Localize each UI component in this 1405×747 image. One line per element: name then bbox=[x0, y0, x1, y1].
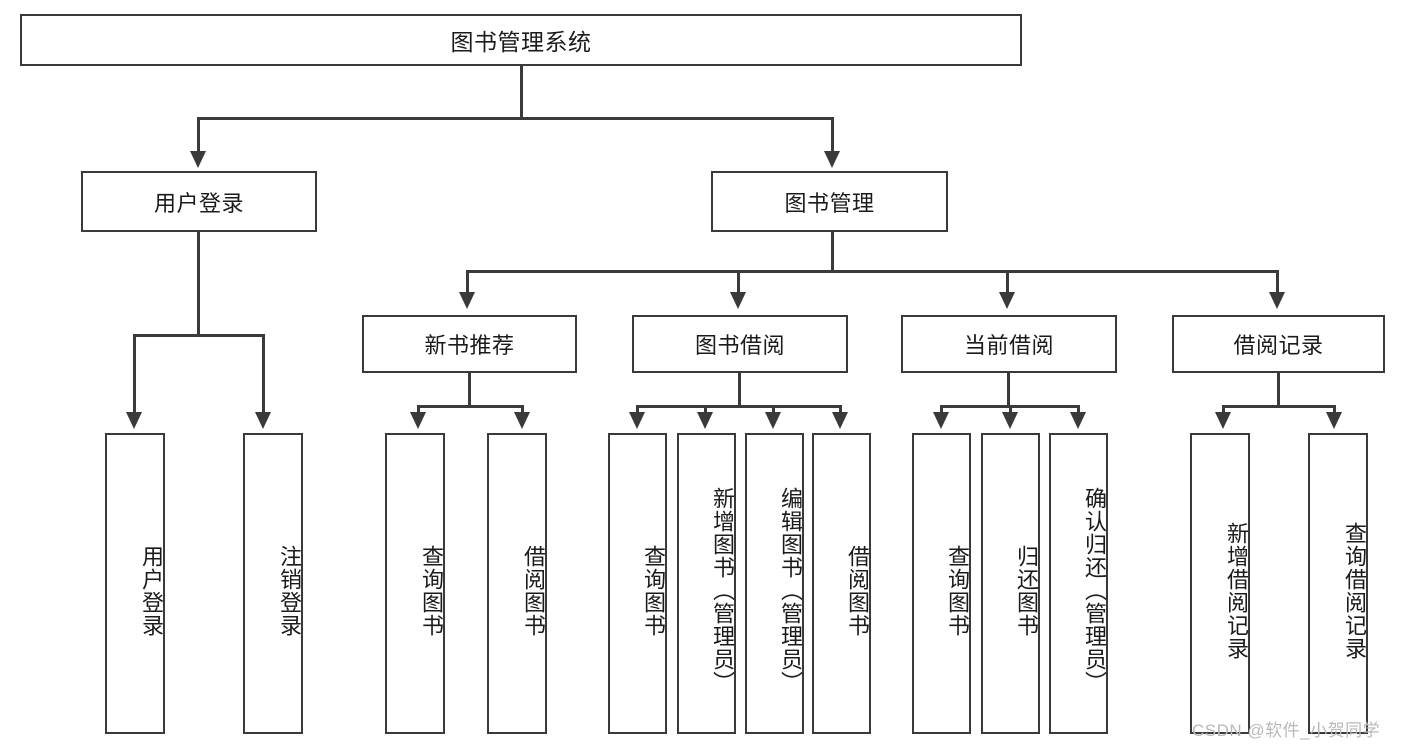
arrowhead-leaf-borrow-book-2 bbox=[832, 412, 848, 429]
arrowhead-user-login bbox=[190, 151, 206, 168]
edge-to-book-borrow bbox=[737, 270, 740, 294]
edge-bb-child-4 bbox=[839, 405, 842, 414]
leaf-query-book-3[interactable]: 查询图书 bbox=[912, 433, 971, 734]
leaf-label: 用户登录 bbox=[139, 544, 164, 637]
leaf-label: 借阅图书 bbox=[521, 544, 546, 637]
edge-new-book-recommend-trunk bbox=[468, 373, 471, 407]
node-book-management[interactable]: 图书管理 bbox=[711, 171, 948, 232]
arrowhead-leaf-add-borrow-record bbox=[1215, 412, 1231, 429]
leaf-label: 归还图书 bbox=[1014, 544, 1039, 637]
arrowhead-borrow-record bbox=[1269, 292, 1285, 309]
arrowhead-leaf-edit-book-admin bbox=[765, 412, 781, 429]
arrowhead-leaf-add-book-admin bbox=[697, 412, 713, 429]
leaf-query-borrow-record[interactable]: 查询借阅记录 bbox=[1308, 433, 1368, 734]
leaf-query-book-2[interactable]: 查询图书 bbox=[608, 433, 667, 734]
edge-to-current-borrow bbox=[1006, 270, 1009, 294]
edge-bb-child-2 bbox=[704, 405, 707, 414]
arrowhead-book-borrow bbox=[730, 292, 746, 309]
arrowhead-current-borrow bbox=[999, 292, 1015, 309]
leaf-query-book-1[interactable]: 查询图书 bbox=[385, 433, 445, 734]
leaf-user-login[interactable]: 用户登录 bbox=[105, 433, 165, 734]
edge-bb-child-3 bbox=[772, 405, 775, 414]
edge-book-management-trunk bbox=[831, 232, 834, 272]
arrowhead-leaf-query-book-3 bbox=[933, 412, 949, 429]
leaf-label: 借阅图书 bbox=[845, 544, 870, 637]
leaf-label: 查询图书 bbox=[419, 544, 444, 637]
leaf-label: 新增借阅记录 bbox=[1224, 521, 1249, 660]
edge-user-login-child-1 bbox=[133, 334, 136, 414]
csdn-watermark: CSDN @软件_小贺同学 bbox=[1192, 721, 1381, 740]
arrowhead-book-management bbox=[824, 151, 840, 168]
arrowhead-leaf-query-book-2 bbox=[629, 412, 645, 429]
edge-borrow-record-trunk bbox=[1277, 373, 1280, 407]
leaf-label: 注销登录 bbox=[277, 544, 302, 637]
edge-new-book-recommend-bus bbox=[417, 405, 523, 408]
arrowhead-leaf-query-borrow-record bbox=[1326, 412, 1342, 429]
node-borrow-record[interactable]: 借阅记录 bbox=[1172, 315, 1385, 373]
leaf-label: 查询图书 bbox=[945, 544, 970, 637]
edge-nbr-child-1 bbox=[417, 405, 420, 414]
arrowhead-leaf-user-login bbox=[126, 412, 142, 429]
edge-cb-child-1 bbox=[940, 405, 943, 414]
edge-to-book-management bbox=[831, 117, 834, 153]
arrowhead-leaf-logout-login bbox=[255, 412, 271, 429]
leaf-add-book-admin[interactable]: 新增图书（管理员） bbox=[677, 433, 736, 734]
node-current-borrow[interactable]: 当前借阅 bbox=[901, 315, 1117, 373]
edge-borrow-record-bus bbox=[1222, 405, 1335, 408]
leaf-label: 查询图书 bbox=[641, 544, 666, 637]
leaf-borrow-book-1[interactable]: 借阅图书 bbox=[487, 433, 547, 734]
edge-user-login-trunk bbox=[197, 232, 200, 336]
edge-user-login-bus bbox=[133, 334, 264, 337]
edge-br-child-2 bbox=[1333, 405, 1336, 414]
leaf-label: 新增图书（管理员） bbox=[710, 487, 735, 694]
node-book-borrow[interactable]: 图书借阅 bbox=[632, 315, 848, 373]
arrowhead-leaf-query-book-1 bbox=[410, 412, 426, 429]
leaf-add-borrow-record[interactable]: 新增借阅记录 bbox=[1190, 433, 1250, 734]
leaf-logout-login[interactable]: 注销登录 bbox=[243, 433, 303, 734]
edge-nbr-child-2 bbox=[521, 405, 524, 414]
leaf-return-book[interactable]: 归还图书 bbox=[981, 433, 1040, 734]
edge-br-child-1 bbox=[1222, 405, 1225, 414]
leaf-label: 编辑图书（管理员） bbox=[778, 487, 803, 694]
node-user-login[interactable]: 用户登录 bbox=[81, 171, 317, 232]
edge-level3-bus bbox=[466, 270, 1278, 273]
arrowhead-leaf-borrow-book-1 bbox=[514, 412, 530, 429]
leaf-edit-book-admin[interactable]: 编辑图书（管理员） bbox=[745, 433, 804, 734]
edge-cb-child-2 bbox=[1009, 405, 1012, 414]
leaf-label: 查询借阅记录 bbox=[1342, 521, 1367, 660]
leaf-label: 确认归还（管理员） bbox=[1082, 487, 1107, 694]
arrowhead-new-book-recommend bbox=[459, 292, 475, 309]
edge-user-login-child-2 bbox=[262, 334, 265, 414]
edge-bb-child-1 bbox=[636, 405, 639, 414]
arrowhead-leaf-confirm-return-admin bbox=[1070, 412, 1086, 429]
edge-current-borrow-trunk bbox=[1007, 373, 1010, 407]
edge-to-borrow-record bbox=[1276, 270, 1279, 294]
edge-to-new-book-recommend bbox=[466, 270, 469, 294]
arrowhead-leaf-return-book bbox=[1002, 412, 1018, 429]
edge-title-trunk bbox=[520, 66, 523, 118]
node-book-management-system[interactable]: 图书管理系统 bbox=[20, 14, 1022, 66]
leaf-confirm-return-admin[interactable]: 确认归还（管理员） bbox=[1049, 433, 1108, 734]
edge-level2-bus bbox=[197, 117, 834, 120]
edge-cb-child-3 bbox=[1077, 405, 1080, 414]
node-new-book-recommend[interactable]: 新书推荐 bbox=[362, 315, 577, 373]
edge-to-user-login bbox=[197, 117, 200, 153]
leaf-borrow-book-2[interactable]: 借阅图书 bbox=[812, 433, 871, 734]
edge-book-borrow-bus bbox=[636, 405, 842, 408]
edge-book-borrow-trunk bbox=[738, 373, 741, 407]
